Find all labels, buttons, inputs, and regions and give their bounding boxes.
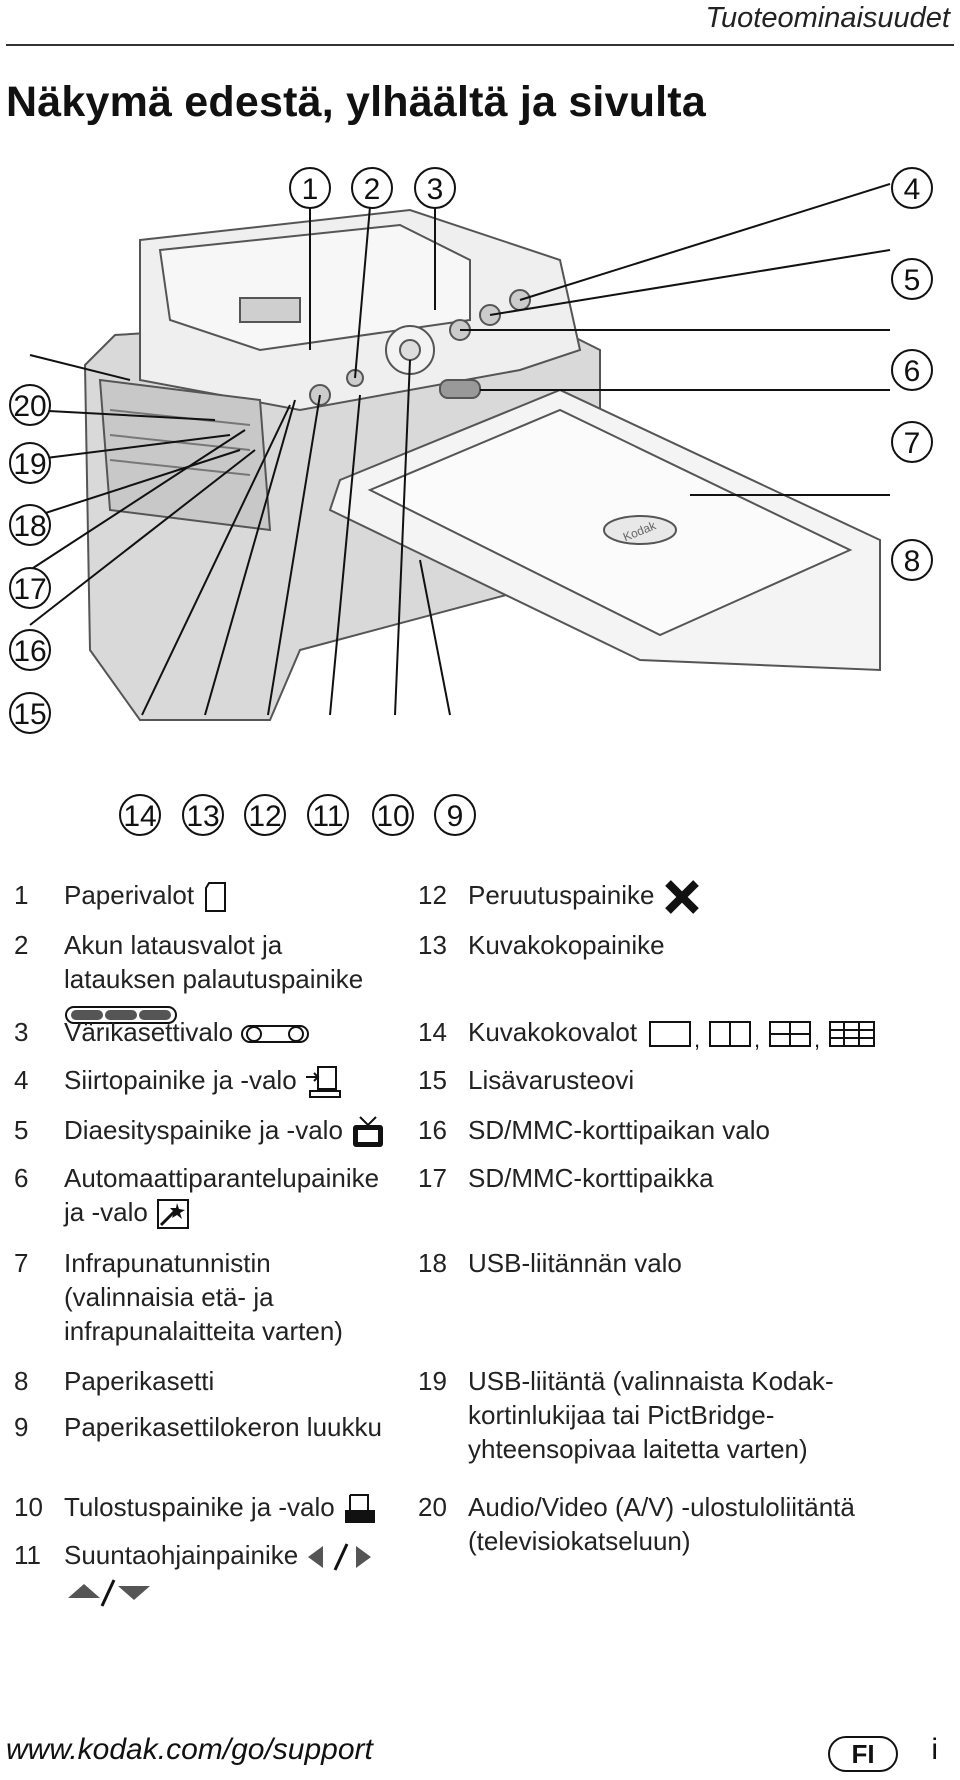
callout-11: 11 — [307, 794, 349, 836]
callout-19: 19 — [9, 442, 51, 484]
svg-text:1: 1 — [302, 173, 319, 206]
footer-language-badge: FI — [828, 1736, 898, 1772]
callout-8: 8 — [891, 539, 933, 581]
slideshow-tv-icon — [353, 1116, 384, 1148]
legend-item-2: 2 Akun latausvalot ja latauksen palautus… — [14, 928, 394, 1030]
legend-item-15: 15 Lisävarusteovi — [418, 1065, 635, 1095]
legend-item-10: 10 Tulostuspainike ja -valo — [14, 1490, 378, 1526]
header-section-label: Tuoteominaisuudet — [705, 2, 950, 34]
svg-text:,: , — [694, 1027, 700, 1051]
svg-text:14: 14 — [123, 800, 156, 833]
legend-item-1: 1 Paperivalot — [14, 878, 231, 914]
legend-item-8: 8 Paperikasetti — [14, 1366, 215, 1396]
svg-text:4: 4 — [904, 173, 921, 206]
printer-diagram: Kodak 1 2 3 4 5 6 7 8 9 10 11 12 — [9, 167, 933, 836]
svg-text:16: 16 — [13, 635, 46, 668]
svg-text:6: 6 — [904, 355, 921, 388]
svg-text:12: 12 — [248, 800, 281, 833]
svg-text:5: 5 — [904, 264, 921, 297]
legend-item-6: 6 Automaattiparantelupainike ja -valo — [14, 1161, 394, 1231]
callout-20: 20 — [9, 384, 51, 426]
legend-item-17: 17 SD/MMC-korttipaikka — [418, 1163, 714, 1193]
legend-item-13: 13 Kuvakokopainike — [418, 930, 665, 960]
callout-9: 9 — [434, 794, 476, 836]
svg-text:13: 13 — [186, 800, 219, 833]
callout-16: 16 — [9, 629, 51, 671]
callout-12: 12 — [244, 794, 286, 836]
footer-page-number: i — [931, 1733, 938, 1766]
legend-item-4: 4 Siirtopainike ja -valo — [14, 1063, 344, 1099]
legend-item-19: 19 USB-liitäntä (valinnaista Kodak-korti… — [418, 1366, 834, 1464]
leader-lines — [29, 183, 891, 716]
cancel-x-icon — [664, 880, 699, 914]
callout-7: 7 — [891, 421, 933, 463]
svg-text:19: 19 — [13, 448, 46, 481]
callout-6: 6 — [891, 349, 933, 391]
transfer-icon — [305, 1066, 341, 1099]
svg-text:2: 2 — [364, 173, 381, 206]
print-icon — [344, 1494, 375, 1524]
footer-support-link[interactable]: www.kodak.com/go/support — [6, 1733, 373, 1766]
svg-text:3: 3 — [427, 173, 444, 206]
header-rule — [6, 44, 954, 46]
svg-text:9: 9 — [447, 800, 464, 833]
picture-size-icons: , , , — [649, 1021, 876, 1051]
legend-item-11: 11 Suuntaohjainpainike — [14, 1538, 384, 1610]
callout-4: 4 — [891, 167, 933, 209]
legend-item-16: 16 SD/MMC-korttipaikan valo — [418, 1115, 770, 1145]
legend-item-7: 7 Infrapunatunnistin (valinnaisia etä- j… — [14, 1248, 343, 1346]
svg-text:20: 20 — [13, 390, 46, 423]
callout-18: 18 — [9, 504, 51, 546]
paper-icon — [205, 882, 227, 913]
legend-item-20: 20 Audio/Video (A/V) -ulostuloliitäntä (… — [418, 1492, 855, 1556]
callout-14: 14 — [119, 794, 161, 836]
legend-item-14: 14 Kuvakokovalot , , , — [418, 1015, 884, 1051]
svg-text:8: 8 — [904, 545, 921, 578]
color-cartridge-icon — [241, 1025, 310, 1044]
callout-2: 2 — [351, 167, 393, 209]
svg-text:18: 18 — [13, 510, 46, 543]
legend-item-3: 3 Värikasettivalo — [14, 1015, 312, 1049]
svg-text:,: , — [814, 1027, 820, 1051]
callout-13: 13 — [182, 794, 224, 836]
legend-right: 12 Peruutuspainike 13 Kuvakokopainike 14… — [418, 878, 918, 1598]
svg-text:15: 15 — [13, 698, 46, 731]
callout-10: 10 — [372, 794, 414, 836]
svg-text:7: 7 — [904, 427, 921, 460]
legend-left: 1 Paperivalot 2 Akun latausvalot ja lata… — [14, 878, 414, 1638]
svg-text:,: , — [754, 1027, 760, 1051]
callout-1: 1 — [289, 167, 331, 209]
callout-15: 15 — [9, 692, 51, 734]
svg-text:11: 11 — [312, 800, 343, 833]
direction-arrows-vertical-icon — [68, 1579, 150, 1607]
legend-item-12: 12 Peruutuspainike — [418, 878, 702, 915]
callout-5: 5 — [891, 258, 933, 300]
page-title: Näkymä edestä, ylhäältä ja sivulta — [6, 78, 706, 126]
callout-3: 3 — [414, 167, 456, 209]
legend-item-5: 5 Diaesityspainike ja -valo — [14, 1113, 386, 1149]
printer-illustration — [83, 208, 881, 721]
legend-item-9: 9 Paperikasettilokeron luukku — [14, 1412, 382, 1442]
svg-text:10: 10 — [376, 800, 409, 833]
direction-arrows-icon — [308, 1543, 372, 1571]
auto-enhance-icon — [157, 1199, 190, 1230]
battery-lights-icon — [65, 1006, 177, 1025]
svg-text:17: 17 — [13, 573, 46, 606]
callout-17: 17 — [9, 567, 51, 609]
legend-item-18: 18 USB-liitännän valo — [418, 1248, 682, 1278]
